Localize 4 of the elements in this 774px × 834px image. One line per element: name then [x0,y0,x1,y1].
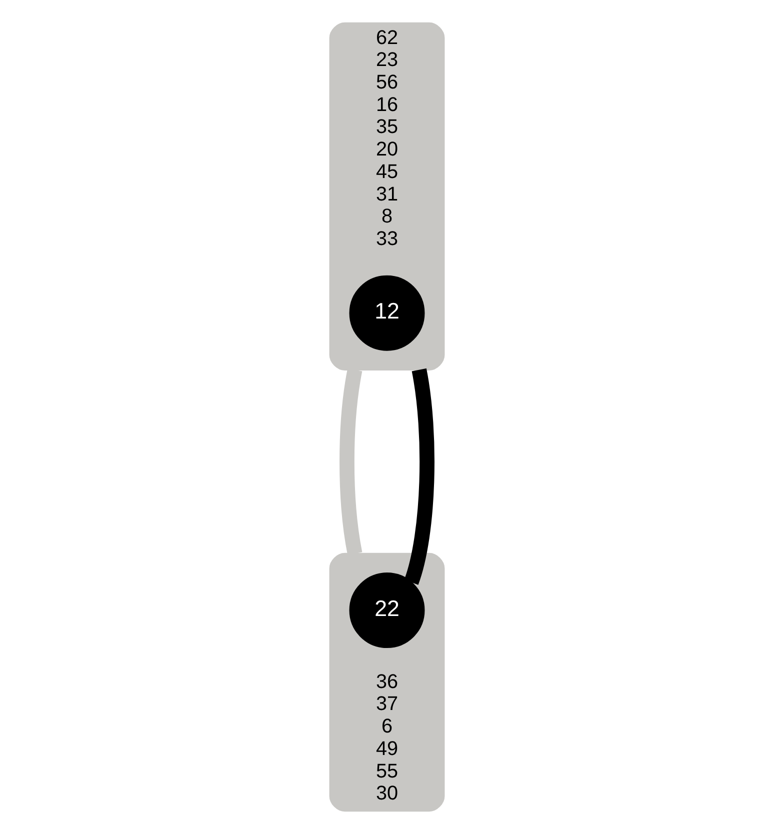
connector [340,368,362,555]
node-circle: 22 [349,572,425,648]
connector [404,368,434,584]
node-circle: 12 [349,275,425,351]
